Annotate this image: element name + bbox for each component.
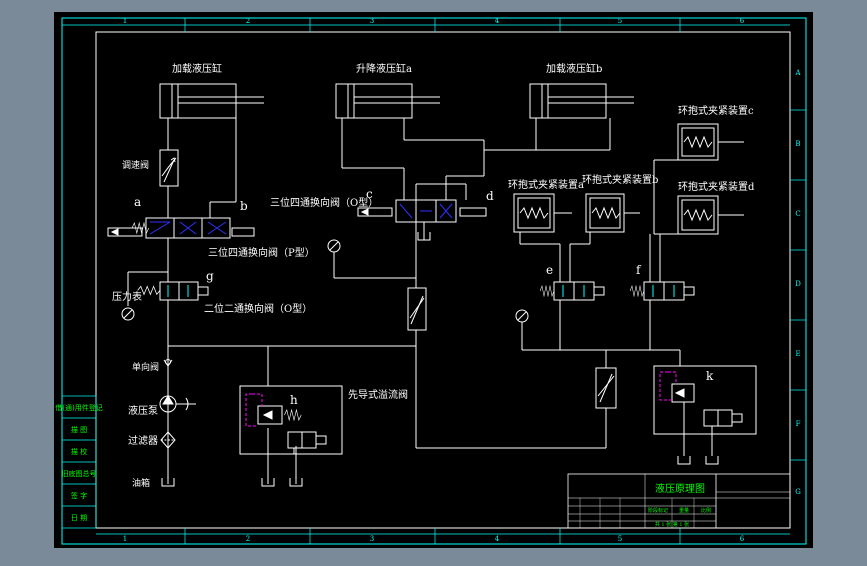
grid-number-bottom-1: 2 (246, 535, 250, 543)
title-block: 液压原理图 阶段标记 重量 比例 共 1 张 第 1 张 (567, 473, 791, 529)
strip-text-1: 描 图 (71, 425, 87, 434)
grid-letter-1: B (795, 140, 800, 148)
speed-control-valve-right (595, 367, 617, 409)
grid-strip-top (62, 18, 806, 544)
valve-22-e (539, 281, 605, 301)
grid-number-bottom-3: 4 (495, 535, 500, 543)
label-cyl-load-left: 加载液压缸 (172, 62, 222, 75)
label-cyl-lift: 升降液压缸a (356, 62, 412, 75)
grid-letter-0: A (794, 69, 801, 77)
mark-a: a (134, 195, 141, 209)
label-valve-34o: 三位四通换向阀（O型） (270, 196, 378, 209)
strip-text-4: 签 字 (71, 491, 87, 500)
grid-letter-3: D (795, 280, 801, 288)
grid-number-top-3: 4 (495, 17, 500, 25)
label-filter: 过滤器 (128, 434, 158, 447)
valve-34-p (107, 217, 255, 239)
inner-frame (95, 31, 791, 529)
strip-text-2: 描 校 (71, 447, 87, 456)
drawing-background (54, 12, 813, 548)
pressure-gauge-right-icon (515, 309, 529, 323)
mark-h: h (290, 393, 298, 407)
grid-letter-2: C (795, 210, 800, 218)
pipework (127, 118, 681, 484)
strip-text-0: 借(通)用件登记 (55, 403, 102, 412)
clamp-d (677, 195, 744, 235)
label-clamp-a: 环抱式夹紧装置a (508, 178, 584, 191)
title-block-col-2: 比例 (701, 507, 711, 514)
pilot-relief-valve-h (239, 385, 343, 455)
valve-22-g (137, 281, 209, 301)
speed-control-valve (159, 149, 179, 187)
grid-number-top-1: 2 (246, 17, 250, 25)
mark-f: f (636, 263, 642, 277)
cylinder-load-b (529, 83, 634, 119)
label-clamp-c: 环抱式夹紧装置c (678, 104, 754, 117)
title-block-title: 液压原理图 (655, 482, 705, 495)
title-block-col-0: 阶段标记 (648, 507, 668, 514)
pressure-gauge-center-icon (327, 239, 341, 253)
tank-symbols (161, 232, 719, 487)
grid-number-bottom-4: 5 (618, 535, 622, 543)
label-cyl-load-b: 加载液压缸b (546, 62, 602, 75)
grid-number-top-0: 1 (123, 17, 127, 25)
label-check-valve: 单向阀 (132, 361, 159, 373)
mark-c: c (366, 187, 373, 201)
label-clamp-d: 环抱式夹紧装置d (678, 180, 755, 193)
filter-icon (160, 431, 176, 449)
relief-valve-k (653, 365, 757, 456)
speed-control-valve-center (407, 287, 427, 331)
label-pressure-gauge: 压力表 (112, 290, 142, 303)
cylinder-load-left (159, 83, 264, 119)
mark-b: b (240, 199, 248, 213)
grid-number-bottom-2: 3 (370, 535, 374, 543)
grid-number-top-2: 3 (370, 17, 374, 25)
strip-text-3: 旧底图总号 (62, 469, 97, 478)
mark-e: e (546, 263, 553, 277)
grid-letter-5: F (796, 420, 801, 428)
mark-k: k (706, 369, 714, 383)
left-info-strip: 借(通)用件登记 描 图 描 校 旧底图总号 签 字 日 期 (55, 395, 103, 529)
sheet-border (61, 17, 807, 545)
label-valve-22o: 二位二通换向阀（O型） (204, 302, 312, 315)
grid-letter-4: E (795, 350, 800, 358)
valve-22-f (629, 281, 695, 301)
label-valve-34p: 三位四通换向阀（P型） (208, 246, 315, 259)
valve-34-o (357, 199, 487, 223)
label-pump: 液压泵 (128, 404, 158, 417)
cylinder-lift (335, 83, 440, 119)
clamp-b (585, 193, 640, 233)
title-block-col-1: 重量 (679, 507, 689, 514)
label-tank: 油箱 (132, 477, 150, 489)
pressure-gauge-icon (121, 307, 135, 321)
mark-g: g (206, 269, 214, 283)
label-speed-valve: 调速阀 (122, 160, 149, 171)
check-valve-icon (163, 359, 173, 367)
label-clamp-b: 环抱式夹紧装置b (582, 173, 658, 186)
pump-icon (159, 395, 196, 413)
mark-d: d (486, 189, 494, 203)
grid-number-bottom-5: 6 (740, 535, 745, 543)
grid-letter-6: G (795, 488, 801, 496)
grid-number-bottom-0: 1 (123, 535, 127, 543)
clamp-a (513, 193, 572, 233)
clamp-c (677, 123, 744, 161)
strip-text-5: 日 期 (71, 514, 87, 522)
grid-number-top-4: 5 (618, 17, 622, 25)
label-relief-valve: 先导式溢流阀 (348, 388, 408, 401)
title-block-sheet: 共 1 张 第 1 张 (655, 521, 689, 528)
grid-number-top-5: 6 (740, 17, 745, 25)
